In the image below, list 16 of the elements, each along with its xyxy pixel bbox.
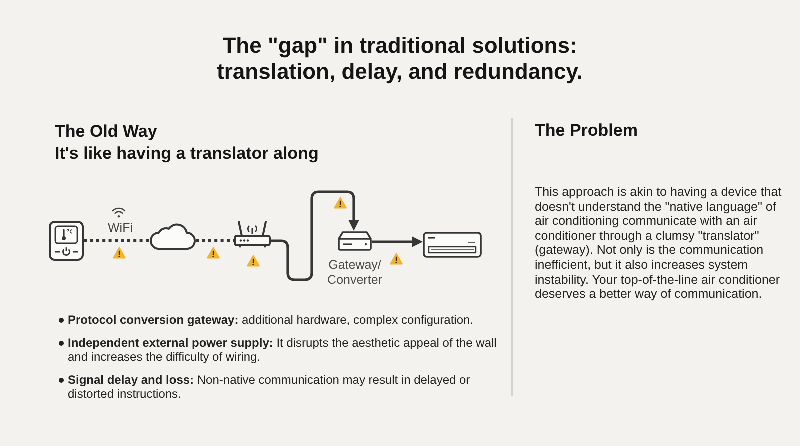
cloud-icon <box>149 223 196 250</box>
router-icon <box>234 219 271 248</box>
dotted-line <box>196 240 234 242</box>
subheading: It's like having a translator along <box>55 143 319 165</box>
section-heading: The Problem <box>535 120 638 142</box>
arrow <box>372 236 423 248</box>
bullet-text: Independent external power supply: It disrupts the aesthetic appeal of the wall and increases the difficulty of wiring. <box>68 336 498 364</box>
thermostat-icon <box>49 221 84 261</box>
section-heading: The Old Way <box>55 121 158 143</box>
device-label: Gateway/ Converter <box>327 258 383 288</box>
dotted-line <box>84 240 149 242</box>
bullet-text: Protocol conversion gateway: additional hardware, complex configuration. <box>68 313 475 327</box>
air-conditioner-icon <box>423 232 482 258</box>
paragraph: This approach is akin to having a device that doesn't understand the "native language" of air conditioning communicate with an air conditioner through a clumsy "translator" (gateway). Not only is the communication inefficient, but it also increases system instability. Your top-of-the-line air conditioner deserves a better way of communication. <box>535 185 783 302</box>
title: The "gap" in traditional solutions: translation, delay, and redundancy. <box>216 33 584 85</box>
bullet-text: Signal delay and loss: Non-native communication may result in delayed or distorted instructions. <box>68 373 472 401</box>
